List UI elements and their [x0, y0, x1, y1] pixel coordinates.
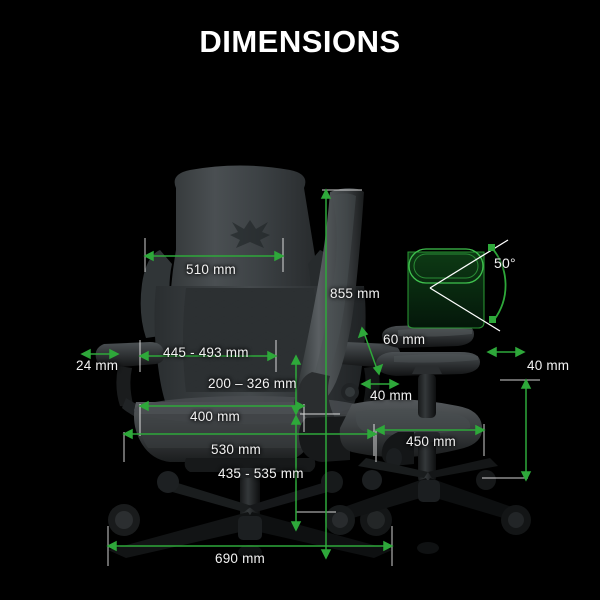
dim-label-armrest-height-range: 200 – 326 mm — [208, 376, 297, 391]
dim-label-armrest-pad-offset: 24 mm — [76, 358, 119, 373]
armrest-rotation-detail-art — [407, 248, 485, 329]
dim-label-seat-depth: 450 mm — [406, 434, 456, 449]
page-title: DIMENSIONS — [199, 24, 401, 59]
armrest-side — [376, 324, 480, 418]
chair-base-front — [108, 471, 392, 559]
razer-logo-front — [230, 220, 270, 248]
dim-label-backrest-lower-width: 445 - 493 mm — [163, 345, 249, 360]
dim-label-backrest-height: 855 mm — [330, 286, 380, 301]
side-view-chair-art — [294, 188, 531, 554]
dim-label-armrest-depth-front: 40 mm — [527, 358, 570, 373]
dim-label-lumbar-depth: 60 mm — [383, 332, 426, 347]
dim-label-seat-width: 400 mm — [190, 409, 240, 424]
dim-label-armrest-angle: 50° — [494, 255, 516, 271]
dim-label-seat-outer-width: 530 mm — [211, 442, 261, 457]
dim-label-seat-height-range: 435 - 535 mm — [218, 466, 304, 481]
dim-label-armrest-depth-back: 40 mm — [370, 388, 413, 403]
chair-base-side — [325, 458, 531, 554]
dim-label-backrest-width: 510 mm — [186, 262, 236, 277]
dim-label-base-width: 690 mm — [215, 551, 265, 566]
